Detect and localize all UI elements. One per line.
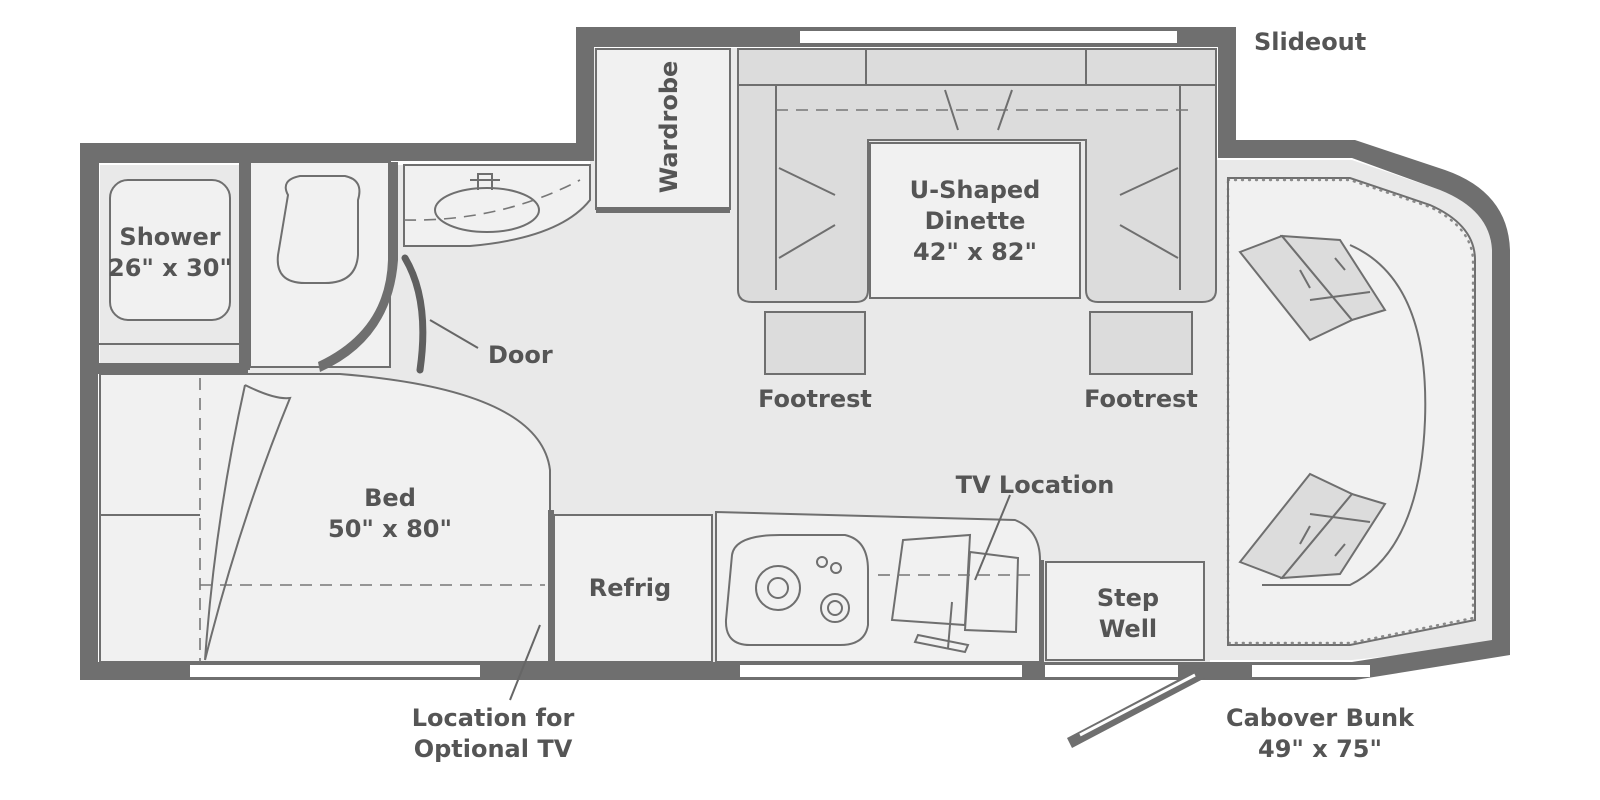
optional-tv-label-line1: Location for: [412, 704, 575, 732]
driver-seat: [1238, 234, 1387, 342]
stovetop: [724, 534, 869, 646]
footrest-left-label: Footrest: [758, 385, 872, 413]
step-well: Step Well: [1040, 560, 1205, 662]
bed-label-line2: 50" x 80": [328, 515, 452, 543]
dinette-label-line3: 42" x 82": [913, 238, 1037, 266]
bathroom-door: Door: [401, 254, 553, 374]
optional-tv-location: Location for Optional TV: [412, 624, 575, 763]
shower-label-line2: 26" x 30": [108, 254, 232, 282]
door-label: Door: [488, 341, 553, 369]
toilet-room: [249, 161, 398, 372]
bed-label-line1: Bed: [364, 484, 416, 512]
step-well-label-line2: Well: [1099, 615, 1157, 643]
dinette-label-line2: Dinette: [925, 207, 1026, 235]
wardrobe: Wardrobe: [595, 48, 731, 213]
entry-door: [1067, 668, 1205, 748]
step-well-label-line1: Step: [1097, 584, 1159, 612]
footrests: Footrest Footrest: [758, 311, 1198, 413]
windows: [190, 31, 1370, 677]
toilet-icon: [276, 175, 361, 284]
u-shaped-dinette: U-Shaped Dinette 42" x 82": [737, 48, 1217, 303]
dinette-label-line1: U-Shaped: [910, 176, 1041, 204]
cabover-bunk: Cabover Bunk 49" x 75": [1226, 177, 1476, 763]
bed: Bed 50" x 80": [99, 373, 551, 663]
cabover-label-line1: Cabover Bunk: [1226, 704, 1415, 732]
refrig-label: Refrig: [589, 574, 671, 602]
tv-location-label: TV Location: [956, 471, 1115, 499]
kitchen-sink-right: [963, 550, 1020, 634]
kitchen-sink-left: [890, 533, 972, 627]
footrest-right-label: Footrest: [1084, 385, 1198, 413]
lavatory-sink: [403, 164, 591, 247]
shower-label-line1: Shower: [119, 223, 220, 251]
cabover-label-line2: 49" x 75": [1258, 735, 1382, 763]
slideout-label: Slideout: [1254, 28, 1366, 56]
wardrobe-label: Wardrobe: [655, 61, 683, 194]
refrigerator: Refrig: [548, 510, 713, 663]
passenger-seat: [1238, 472, 1387, 580]
shower: Shower 26" x 30": [97, 160, 250, 374]
optional-tv-label-line2: Optional TV: [414, 735, 573, 763]
kitchen-counter: TV Location: [715, 471, 1115, 663]
